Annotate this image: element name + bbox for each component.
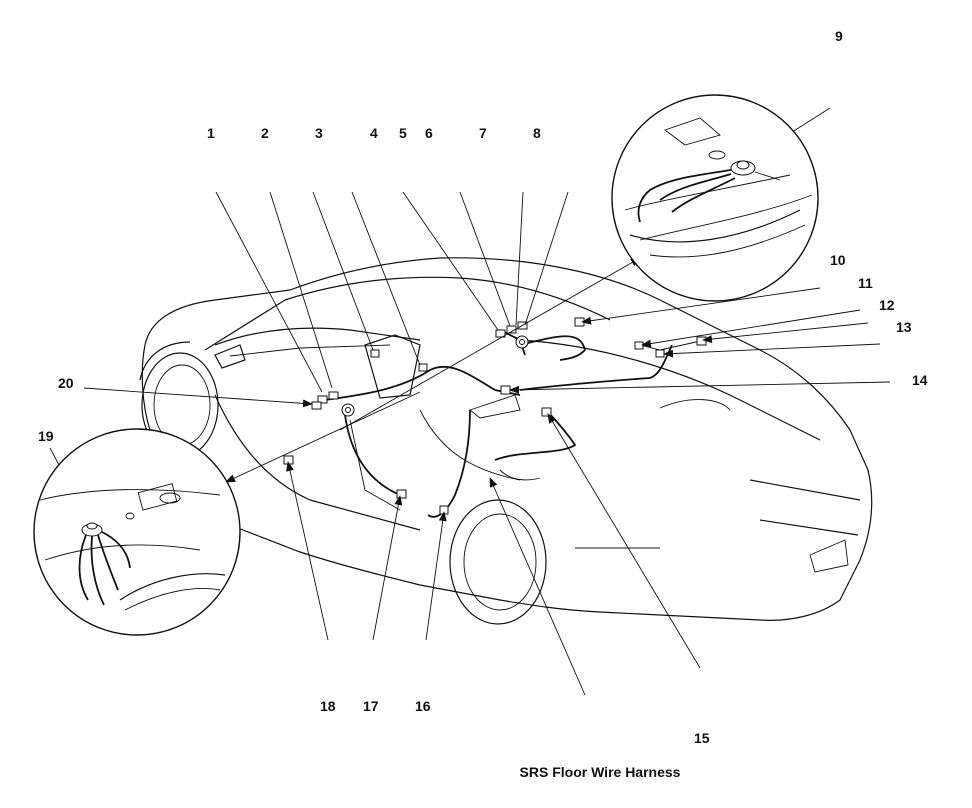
connectors xyxy=(283,317,707,515)
callout-19: 19 xyxy=(38,428,54,444)
detail-view-top-right xyxy=(611,94,819,302)
callout-6: 6 xyxy=(425,125,433,141)
callout-9: 9 xyxy=(835,28,843,44)
callout-18: 18 xyxy=(320,698,336,714)
callout-12: 12 xyxy=(879,297,895,313)
detail-view-left xyxy=(33,428,241,636)
callout-1: 1 xyxy=(207,125,215,141)
callout-11: 11 xyxy=(858,275,873,291)
callout-3: 3 xyxy=(315,125,323,141)
callout-5: 5 xyxy=(399,125,407,141)
callout-17: 17 xyxy=(363,698,379,714)
callout-2: 2 xyxy=(261,125,269,141)
callout-20: 20 xyxy=(58,375,74,391)
callout-4: 4 xyxy=(370,125,378,141)
callout-7: 7 xyxy=(479,125,487,141)
callout-8: 8 xyxy=(533,125,541,141)
callout-10: 10 xyxy=(830,252,846,268)
car-outline xyxy=(139,257,873,625)
harness-wiring xyxy=(324,329,706,518)
callout-14: 14 xyxy=(912,372,928,388)
callout-16: 16 xyxy=(415,698,431,714)
callout-15: 15 xyxy=(694,730,710,746)
callout-13: 13 xyxy=(896,319,912,335)
diagram-caption: SRS Floor Wire Harness xyxy=(519,764,681,780)
